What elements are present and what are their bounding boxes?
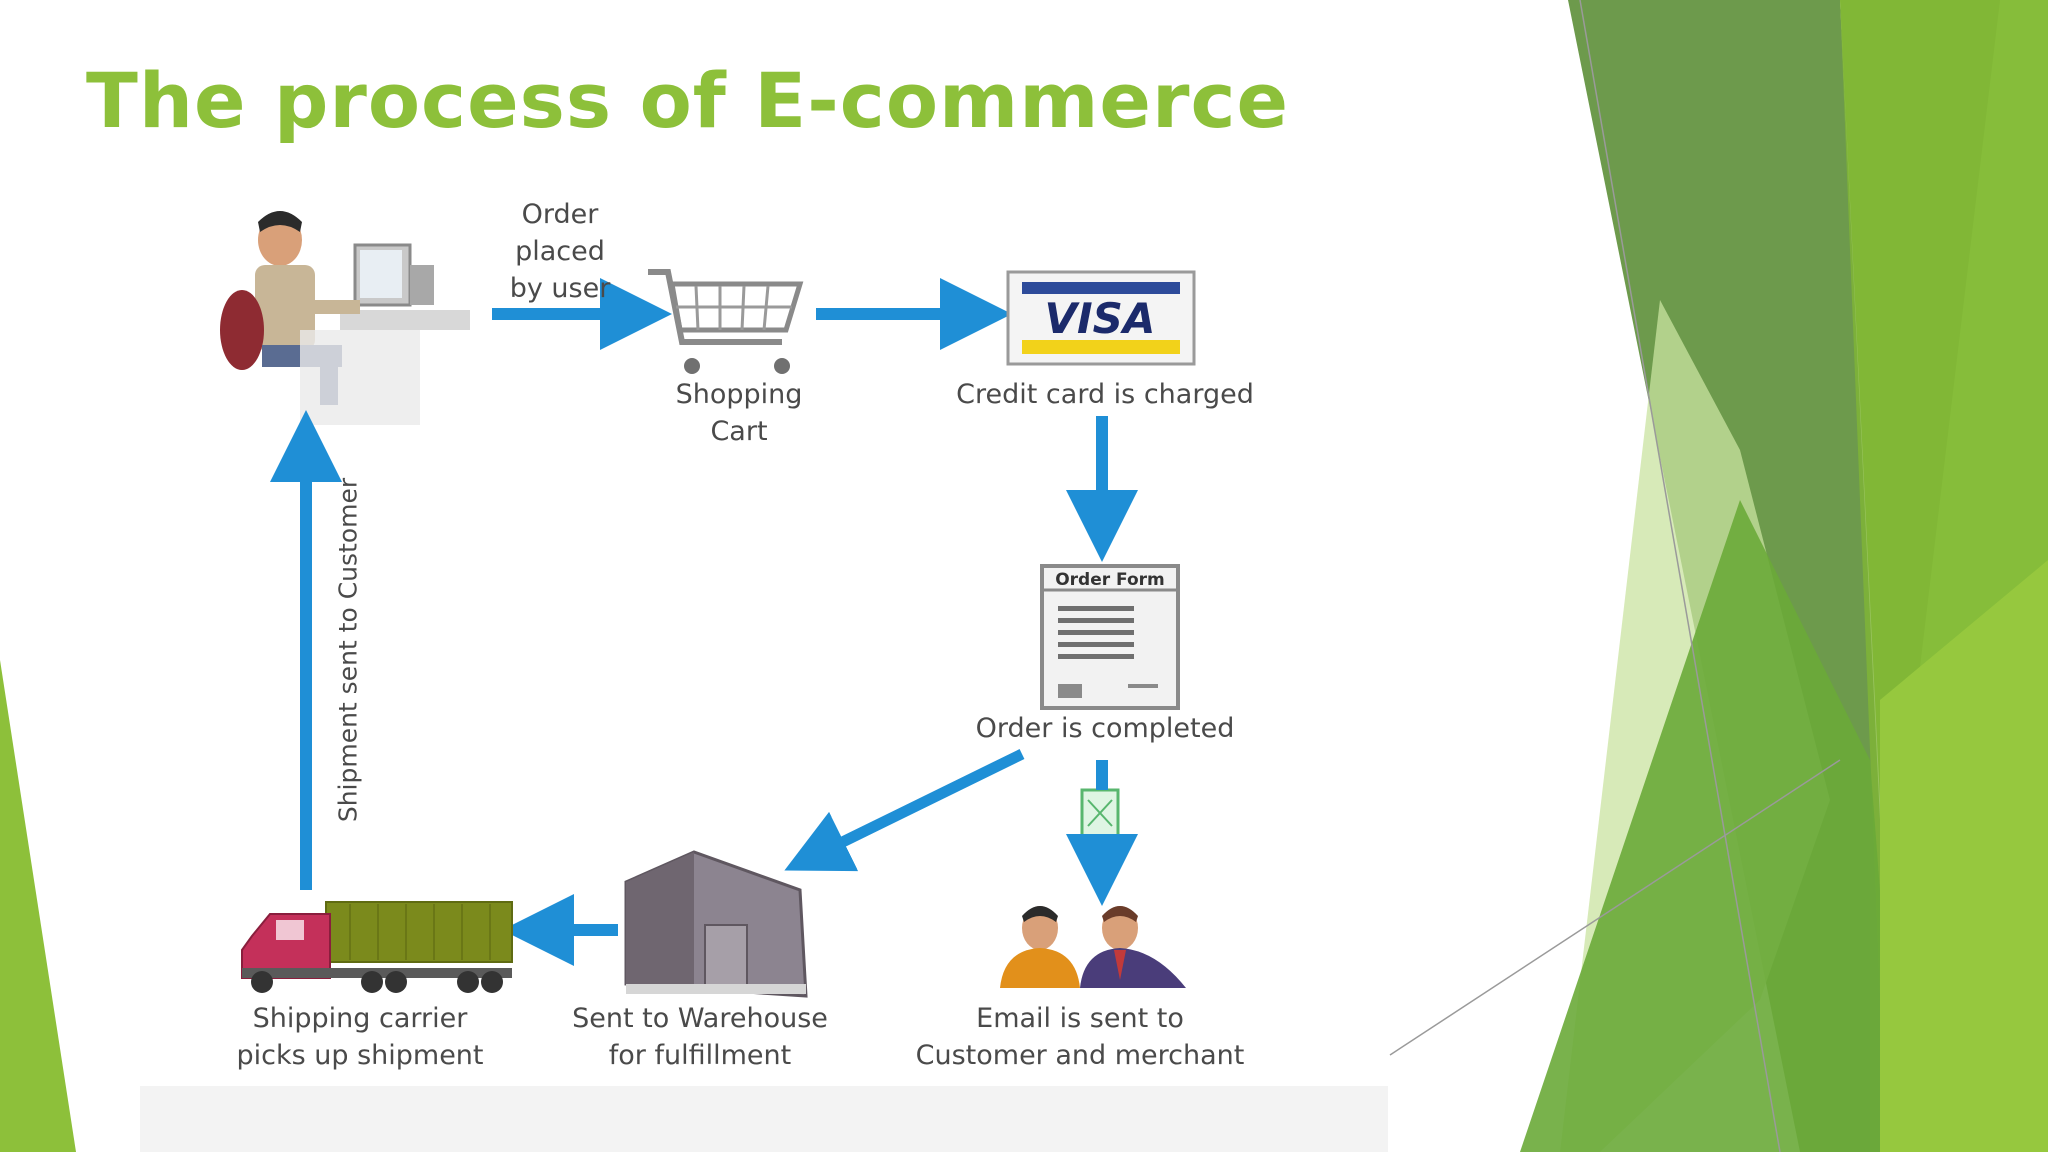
warehouse-line-2: for fulfillment xyxy=(608,1040,792,1071)
order-placed-label: Order placed by user xyxy=(500,196,620,307)
email-label: Email is sent to Customer and merchant xyxy=(870,1000,1290,1074)
thin-line-1 xyxy=(1579,0,1781,1152)
visa-card-icon xyxy=(1006,270,1196,366)
order-placed-line-3: by user xyxy=(509,273,611,304)
shipping-line-1: Shipping carrier xyxy=(252,1003,468,1034)
slide-title: The process of E-commerce xyxy=(86,56,1290,145)
left-accent-shape xyxy=(0,660,76,1152)
arrow-order-to-warehouse xyxy=(784,749,1025,872)
shopping-cart-line-2: Cart xyxy=(710,416,768,447)
user-at-computer-icon xyxy=(220,211,470,425)
email-line-2: Customer and merchant xyxy=(915,1040,1245,1071)
thin-line-2 xyxy=(1389,759,1841,1056)
order-form-title: Order Form xyxy=(1055,570,1165,590)
envelope-icon xyxy=(1080,788,1120,838)
shopping-cart-label: Shopping Cart xyxy=(654,376,824,450)
credit-card-label: Credit card is charged xyxy=(956,379,1254,410)
shipment-sent-label: Shipment sent to Customer xyxy=(333,477,363,823)
order-completed-label: Order is completed xyxy=(975,713,1235,744)
right-bottom-shape xyxy=(1520,500,1900,1152)
right-bottom-light-shape xyxy=(1880,560,2048,1152)
truck-icon xyxy=(241,901,513,993)
warehouse-line-1: Sent to Warehouse xyxy=(572,1003,828,1034)
order-form-icon xyxy=(1040,564,1180,710)
diagram-footer xyxy=(140,1086,1388,1152)
visa-text: VISA xyxy=(1044,294,1156,343)
order-placed-line-1: Order xyxy=(521,199,599,230)
shipping-carrier-label: Shipping carrier picks up shipment xyxy=(210,1000,510,1074)
warehouse-icon xyxy=(624,850,808,998)
order-placed-line-2: placed xyxy=(515,236,605,267)
shopping-cart-icon xyxy=(648,269,804,374)
shipping-line-2: picks up shipment xyxy=(236,1040,484,1071)
shopping-cart-line-1: Shopping xyxy=(675,379,803,410)
customer-merchant-icon xyxy=(1000,906,1186,988)
warehouse-label: Sent to Warehouse for fulfillment xyxy=(540,1000,860,1074)
email-line-1: Email is sent to xyxy=(976,1003,1184,1034)
